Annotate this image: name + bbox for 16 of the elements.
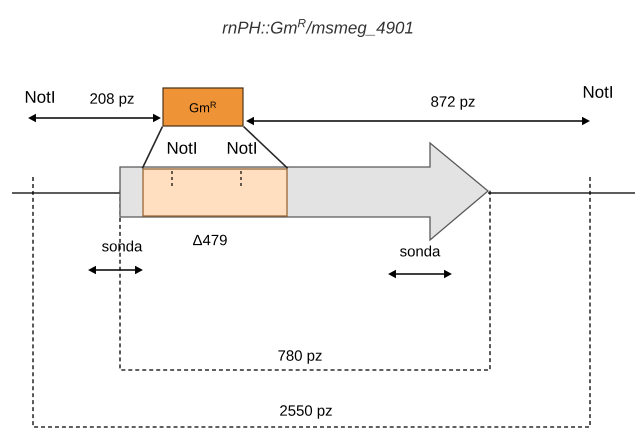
restriction-site-label: NotI [168,142,196,154]
distance-label: 2550 pz [280,405,332,419]
restriction-site-label: NotI [26,91,54,103]
title: rnPH::Gm$^{R}$/msmeg_4901 [222,19,412,37]
probe-label: sonda [400,246,440,256]
restriction-site-label: NotI [228,142,256,154]
resistance-cassette-box: Gm$^{R}$ [162,87,244,127]
connector-line [243,126,288,169]
distance-label: 872 pz [431,96,475,110]
deletion-box [142,168,288,217]
distance-label: 208 pz [90,93,134,107]
deletion-label: Δ479 [192,234,227,246]
restriction-site-label: NotI [584,86,612,98]
connector-line [142,126,164,169]
distance-label: 780 pz [278,350,322,364]
probe-label: sonda [102,240,142,252]
